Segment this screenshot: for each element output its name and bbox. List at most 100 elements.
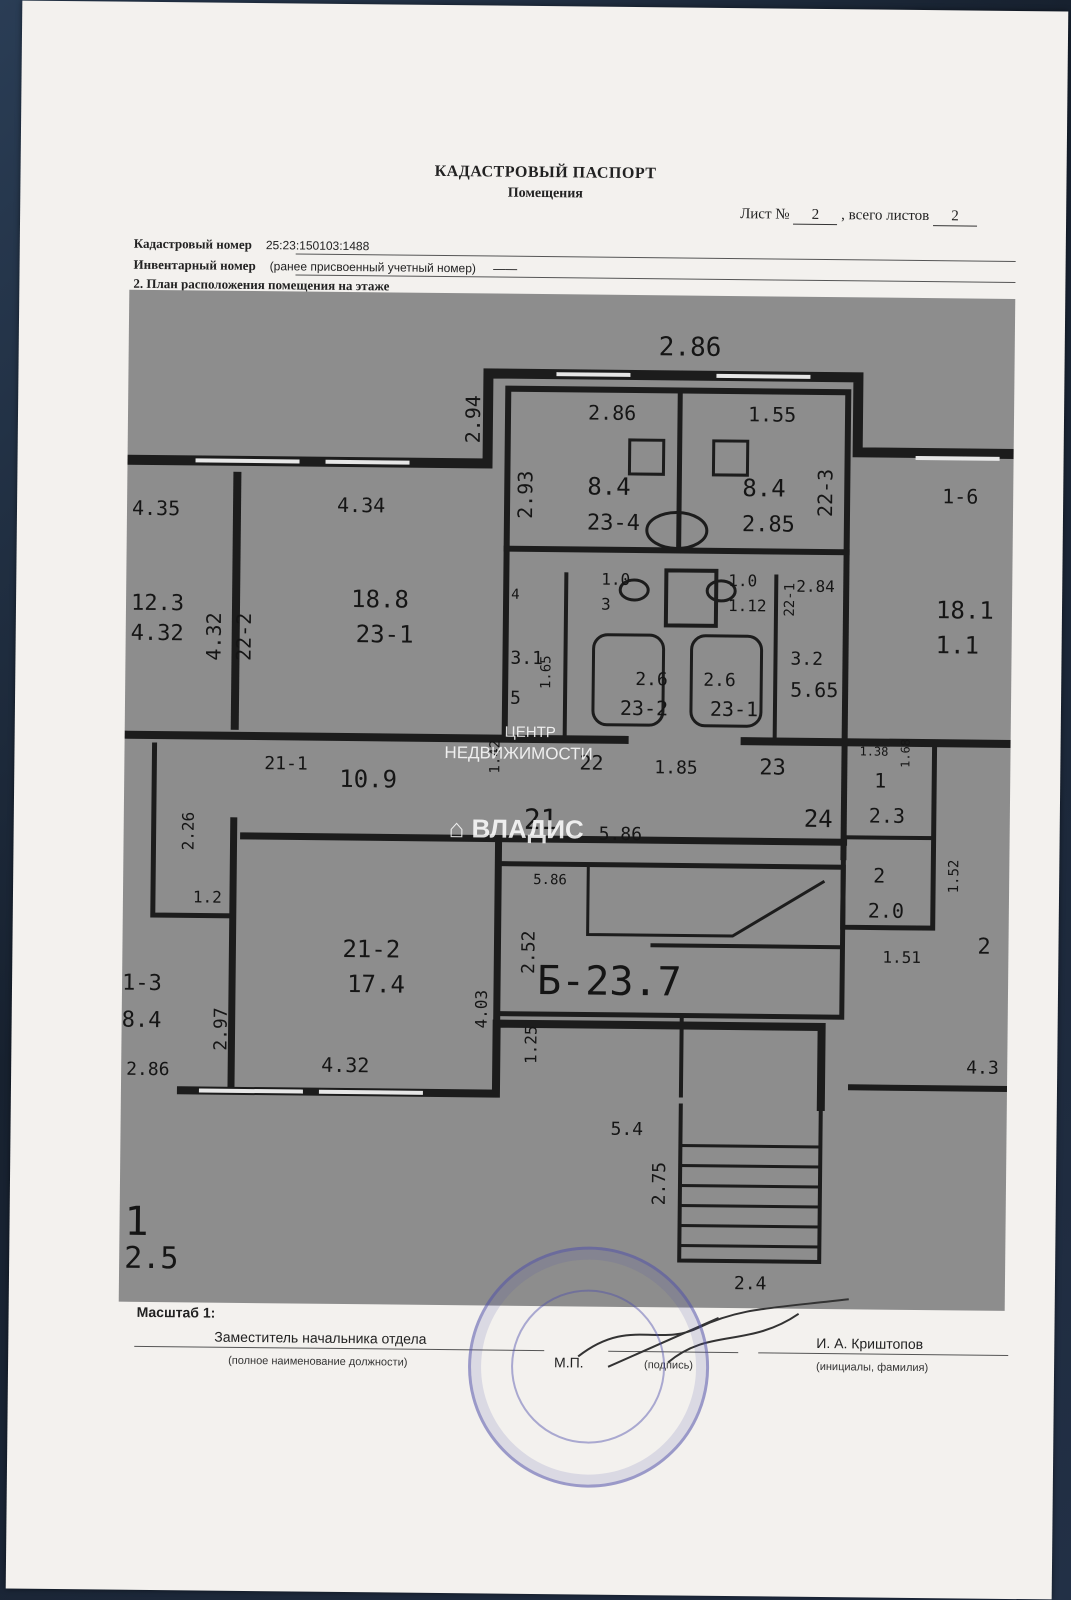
plan-label: 22 (579, 750, 603, 774)
wall-left-small (150, 742, 236, 919)
sheet-number-line: Лист № 2 , всего листов 2 (740, 206, 978, 227)
plan-label: 1.51 (882, 948, 921, 967)
inventory-label: Инвентарный номер (133, 256, 256, 274)
plan-label: 21 (524, 803, 558, 836)
wall-corridor-top (120, 730, 1015, 748)
plan-label: 1.38 (859, 744, 888, 758)
plan-label: 17.4 (347, 970, 405, 999)
plan-label: 5 (510, 688, 521, 709)
plan-label: 8.4 (122, 1008, 162, 1033)
plan-label: 3.1 (510, 648, 543, 669)
cadastral-row: Кадастровый номер 25:23:150103:1488 (134, 236, 370, 254)
plan-label: 5.4 (610, 1119, 643, 1140)
plan-label: 4.32 (321, 1053, 369, 1078)
floor-plan-drawing: 2.86 2.86 1.55 2.94 2.93 22-3 8.4 23-4 8.4 2.85 4.… (120, 332, 1016, 1294)
toilet-left (618, 578, 650, 602)
inventory-value: (ранее присвоенный учетный номер) (269, 259, 477, 276)
plan-label: 1.65 (538, 655, 554, 689)
stove-23-4 (711, 439, 750, 477)
bath-right (689, 634, 764, 728)
sheet-number: 2 (793, 206, 838, 226)
plan-label: 2.97 (210, 1007, 231, 1051)
plan-label: 24 (804, 805, 833, 833)
plan-label: 2.0 (868, 898, 904, 922)
plan-label: 18.8 (351, 585, 409, 614)
wall-room-22-2-left (230, 471, 242, 730)
plan-label: 2.94 (461, 395, 486, 443)
plan-label: 21-1 (264, 753, 308, 774)
watermark-top: ЦЕНТР (504, 723, 556, 742)
wall-room-21-2 (227, 817, 848, 1095)
plan-label: 8.4 (742, 474, 786, 502)
plan-label: 1.0 (601, 570, 630, 589)
plan-label: 2.26 (178, 812, 197, 851)
plan-label: 2.6 (703, 670, 736, 691)
plan-label: 1.0 (728, 571, 757, 590)
stair-flight (586, 863, 826, 938)
plan-label: 2.6 (635, 669, 668, 690)
plan-label: 2.93 (513, 471, 538, 519)
plan-label: 22-3 (813, 469, 838, 517)
signer-position: Заместитель начальника отдела (214, 1328, 427, 1347)
plan-label: 3.2 (790, 649, 823, 670)
plan-label: 23-1 (710, 697, 758, 722)
plan-label: 1.42 (487, 740, 503, 774)
plan-label: 1 (874, 769, 886, 793)
wall-bath-left (501, 545, 510, 737)
plan-label: Б-23.7 (537, 958, 682, 1006)
plan-label: 2.5 (124, 1241, 179, 1277)
plan-label: 2.85 (742, 512, 795, 538)
floor-plan: 2.86 2.86 1.55 2.94 2.93 22-3 8.4 23-4 8.4 2.85 4.… (118, 289, 1016, 1311)
plan-label: 4.32 (201, 612, 226, 660)
plan-label: 12.3 (131, 591, 184, 617)
cadastral-value: 25:23:150103:1488 (265, 238, 370, 254)
sheets-total: 2 (932, 208, 978, 227)
plan-label: 1.1 (935, 631, 979, 659)
plan-label: 2.86 (659, 332, 722, 363)
plan-label: 10.9 (339, 765, 397, 794)
windows-bottom (198, 1088, 423, 1095)
wall-stair (499, 861, 846, 1020)
plan-label: 1.68 (898, 739, 912, 768)
plan-label: 4 (511, 587, 520, 603)
inventory-dash: —— (493, 261, 518, 276)
plan-label: 1.55 (748, 402, 796, 427)
official-stamp (466, 1245, 711, 1489)
official-stamp-inner (510, 1288, 666, 1445)
plan-label: 4.03 (472, 990, 491, 1029)
wall-bottom (176, 1019, 826, 1112)
watermark-mid: НЕДВИЖИМОСТИ (444, 743, 593, 764)
plan-label: 5.86 (533, 872, 567, 888)
porch-outline (677, 1103, 823, 1265)
plan-label: 8.4 (587, 473, 631, 501)
position-caption: (полное наименование должности) (228, 1354, 408, 1369)
plan-label: 2.75 (649, 1162, 670, 1206)
plan-label: 18.1 (936, 596, 994, 625)
wall-kitchen-divider (676, 387, 683, 553)
plan-label: 2.4 (734, 1273, 767, 1294)
plan-label: 1 (124, 1199, 149, 1245)
plan-label: 1.25 (521, 1025, 540, 1064)
plan-label: 1.85 (654, 757, 698, 778)
scale-label: Масштаб 1: (136, 1303, 216, 1321)
inventory-row: Инвентарный номер (ранее присвоенный учет… (133, 256, 518, 277)
home-icon: ⌂ (448, 813, 465, 844)
cadastral-label: Кадастровый номер (133, 235, 252, 252)
plan-label: 23-4 (587, 511, 640, 537)
plan-label: 2.52 (518, 930, 539, 974)
plan-label: 23-1 (356, 620, 414, 649)
plan-label: 1.52 (946, 860, 962, 894)
watermark-brand: ⌂ ВЛАДИС (449, 813, 584, 845)
plan-label: 22-2 (231, 613, 256, 661)
plan-label: 3 (601, 595, 611, 614)
plan-label: 1.2 (193, 887, 222, 906)
plan-label: 23-2 (620, 696, 668, 721)
stove-22-3 (627, 438, 666, 476)
toilet-right (705, 579, 737, 603)
plan-label: 5.86 (599, 824, 643, 845)
plan-label: 2.86 (588, 401, 636, 426)
plan-label: 4.35 (132, 496, 180, 521)
plan-label: 2.3 (869, 803, 905, 827)
plan-label: 5.65 (790, 678, 838, 703)
plan-label: 21-2 (342, 935, 400, 964)
